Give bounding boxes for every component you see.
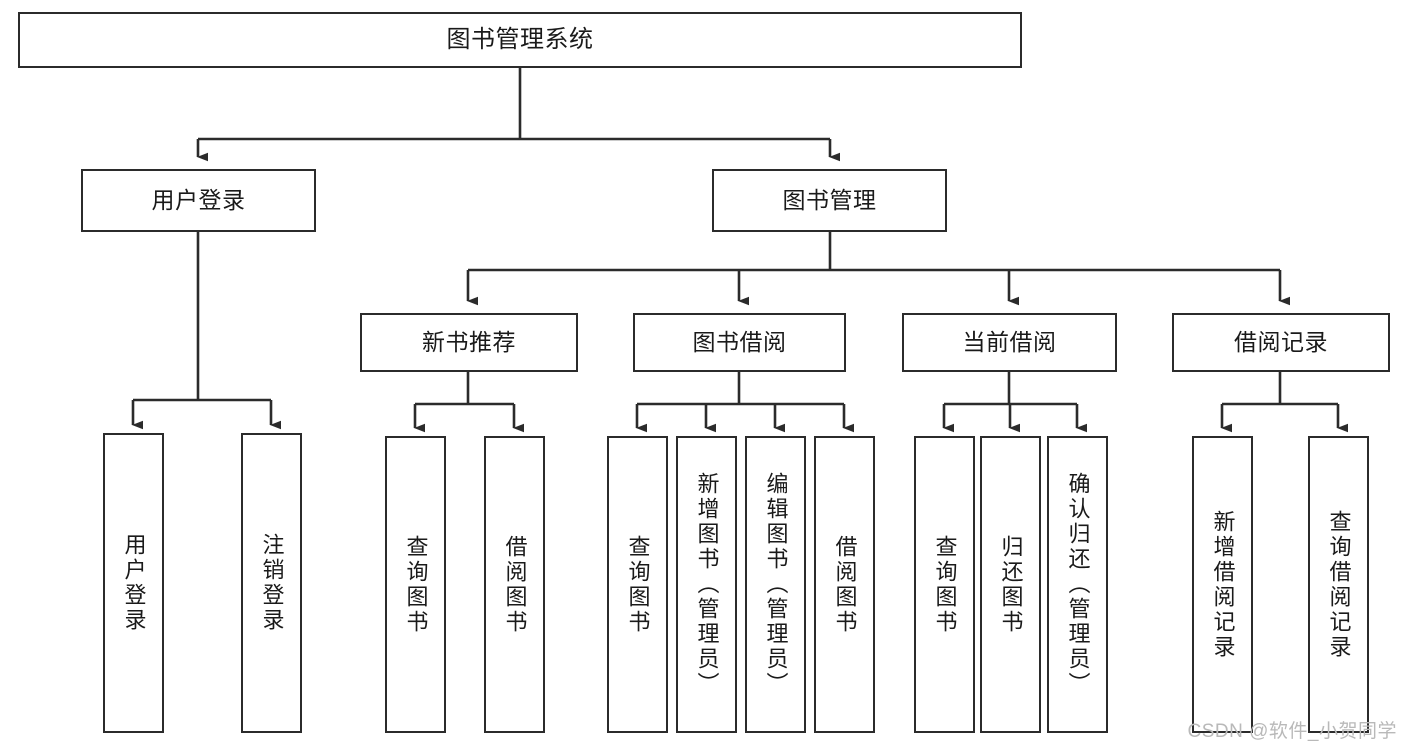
node-label: 新增图书（管理员） <box>694 472 720 697</box>
node-leaf-user-login[interactable]: 用户登录 <box>103 433 164 733</box>
node-leaf-edit-book[interactable]: 编辑图书（管理员） <box>745 436 806 733</box>
node-label: 图书管理 <box>782 186 877 213</box>
node-label: 借阅图书 <box>502 534 528 635</box>
node-book-manage[interactable]: 图书管理 <box>712 169 947 232</box>
node-leaf-user-logout[interactable]: 注销登录 <box>241 433 302 733</box>
node-label: 查询图书 <box>403 534 429 635</box>
node-new-book-recommend[interactable]: 新书推荐 <box>360 313 578 372</box>
node-label: 图书管理系统 <box>446 25 594 53</box>
node-leaf-borrow-book-1[interactable]: 借阅图书 <box>484 436 545 733</box>
node-label: 用户登录 <box>121 533 147 633</box>
node-label: 新书推荐 <box>422 328 516 355</box>
node-leaf-borrow-book-2[interactable]: 借阅图书 <box>814 436 875 733</box>
node-leaf-query-book-2[interactable]: 查询图书 <box>607 436 668 733</box>
node-leaf-query-record[interactable]: 查询借阅记录 <box>1308 436 1369 733</box>
node-label: 用户登录 <box>151 186 246 213</box>
node-label: 借阅记录 <box>1234 328 1328 355</box>
node-leaf-add-book[interactable]: 新增图书（管理员） <box>676 436 737 733</box>
node-leaf-query-book-1[interactable]: 查询图书 <box>385 436 446 733</box>
node-borrow-record[interactable]: 借阅记录 <box>1172 313 1390 372</box>
node-leaf-return-book[interactable]: 归还图书 <box>980 436 1041 733</box>
node-label: 编辑图书（管理员） <box>763 472 789 697</box>
node-book-borrow[interactable]: 图书借阅 <box>633 313 846 372</box>
node-leaf-add-record[interactable]: 新增借阅记录 <box>1192 436 1253 733</box>
node-leaf-query-book-3[interactable]: 查询图书 <box>914 436 975 733</box>
node-label: 图书借阅 <box>692 328 787 355</box>
node-root-book-management-system[interactable]: 图书管理系统 <box>18 12 1022 68</box>
node-label: 查询图书 <box>625 534 651 635</box>
node-current-borrow[interactable]: 当前借阅 <box>902 313 1117 372</box>
node-label: 注销登录 <box>259 533 285 633</box>
node-user-login[interactable]: 用户登录 <box>81 169 316 232</box>
csdn-watermark: CSDN @软件_小贺同学 <box>1187 721 1397 742</box>
node-label: 借阅图书 <box>832 534 858 635</box>
node-label: 当前借阅 <box>962 328 1057 355</box>
node-label: 确认归还（管理员） <box>1065 472 1091 697</box>
node-label: 新增借阅记录 <box>1210 509 1236 660</box>
node-label: 归还图书 <box>998 534 1024 635</box>
node-label: 查询借阅记录 <box>1326 509 1352 660</box>
node-leaf-confirm-return[interactable]: 确认归还（管理员） <box>1047 436 1108 733</box>
node-label: 查询图书 <box>932 534 958 635</box>
